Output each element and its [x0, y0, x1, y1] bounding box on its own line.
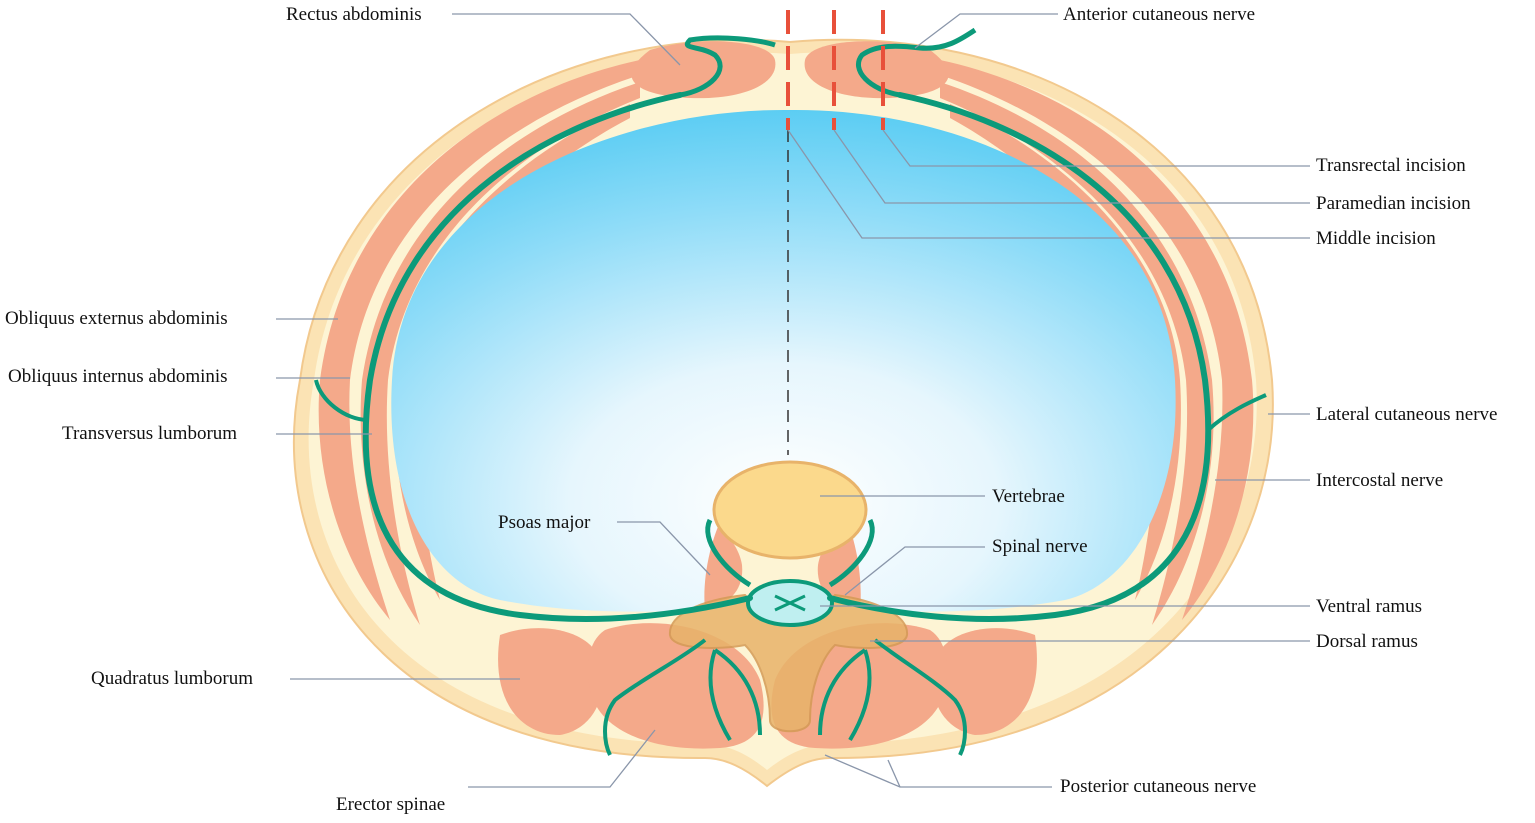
- anterior-cutaneous-nerve-left: [679, 35, 776, 98]
- label-transversus-lumborum: Transversus lumborum: [62, 423, 238, 444]
- label-spinal-nerve: Spinal nerve: [992, 536, 1088, 557]
- quadratus-lumborum-left: [498, 628, 603, 735]
- label-lateral-cutaneous-nerve: Lateral cutaneous nerve: [1316, 404, 1498, 425]
- abdominal-cavity: [391, 109, 1176, 612]
- label-quadratus-lumborum: Quadratus lumborum: [91, 668, 254, 689]
- label-rectus-abdominis: Rectus abdominis: [286, 4, 422, 25]
- obliquus-externus-right: [940, 60, 1254, 620]
- label-middle-incision: Middle incision: [1316, 228, 1436, 249]
- lateral-cutaneous-nerve-left: [314, 379, 369, 422]
- label-intercostal-nerve: Intercostal nerve: [1316, 470, 1444, 491]
- spinal-nerve-left: [705, 518, 752, 588]
- label-obliquus-internus-abdominis: Obliquus internus abdominis: [8, 366, 228, 387]
- incision-marks: [786, 10, 885, 130]
- dorsal-ramus-left: [603, 638, 762, 756]
- rectus-abdominis-left: [631, 41, 776, 99]
- spinal-nerve-right: [828, 518, 875, 588]
- vertebral-body: [712, 460, 868, 560]
- dorsal-ramus-right: [818, 638, 967, 756]
- label-transrectal-incision: Transrectal incision: [1316, 155, 1466, 176]
- label-posterior-cutaneous-nerve: Posterior cutaneous nerve: [1060, 776, 1257, 797]
- label-erector-spinae: Erector spinae: [336, 794, 446, 815]
- label-psoas-major: Psoas major: [498, 512, 591, 533]
- label-vertebrae: Vertebrae: [992, 486, 1065, 507]
- lateral-cutaneous-nerve-right: [1206, 393, 1267, 432]
- rectus-abdominis-right: [804, 41, 949, 99]
- leader-lines: [276, 13, 1310, 788]
- label-paramedian-incision: Paramedian incision: [1316, 193, 1471, 214]
- label-dorsal-ramus: Dorsal ramus: [1316, 631, 1418, 652]
- label-anterior-cutaneous-nerve: Anterior cutaneous nerve: [1063, 4, 1256, 25]
- obliquus-externus-left: [318, 60, 640, 620]
- intercostal-nerve-path: [362, 92, 1212, 622]
- label-ventral-ramus: Ventral ramus: [1316, 596, 1423, 617]
- spinal-cord-grey-matter: [774, 594, 806, 612]
- label-obliquus-externus-abdominis: Obliquus externus abdominis: [5, 308, 228, 329]
- transversus-left: [394, 104, 630, 600]
- vertebral-arch: [668, 593, 909, 733]
